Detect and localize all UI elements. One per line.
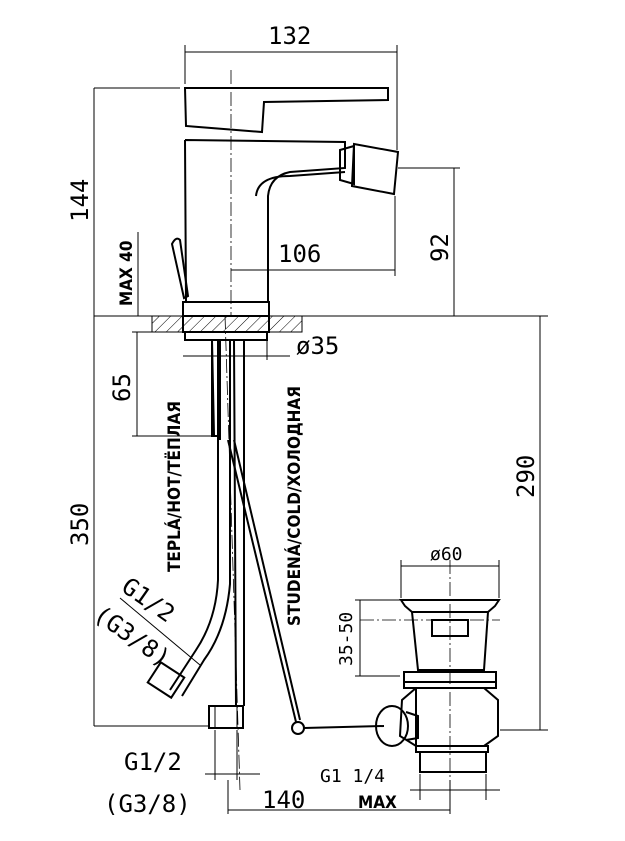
- dim-diameter-35: ø35: [296, 332, 339, 360]
- feed-pipes: [146, 339, 385, 735]
- thread-g12-bottom: G1/2: [124, 748, 182, 776]
- dim-290: 290: [512, 455, 540, 498]
- dim-144: 144: [66, 179, 94, 222]
- dimension-lines: [93, 45, 548, 814]
- hot-label: TEPLÁ/HOT/ТЁПЛАЯ: [163, 401, 185, 572]
- faucet-body: [151, 87, 400, 341]
- thread-waste: G1 1/4: [320, 766, 385, 787]
- max-label: MAX: [358, 793, 397, 813]
- cold-label: STUDENÁ/COLD/ХОЛОДНАЯ: [283, 386, 305, 626]
- centerlines: [224, 70, 500, 800]
- dim-65: 65: [108, 373, 136, 402]
- dim-diameter-60: ø60: [430, 544, 463, 565]
- dim-350: 350: [66, 503, 94, 546]
- dim-106: 106: [278, 240, 321, 268]
- dim-35-50: 35-50: [336, 612, 357, 666]
- waste-assembly: [375, 599, 501, 773]
- dim-132: 132: [268, 22, 311, 50]
- dim-140: 140: [262, 786, 305, 814]
- thread-g38-bottom: (G3/8): [104, 790, 191, 818]
- dim-max-40: MAX 40: [117, 241, 137, 306]
- dim-92: 92: [426, 233, 454, 262]
